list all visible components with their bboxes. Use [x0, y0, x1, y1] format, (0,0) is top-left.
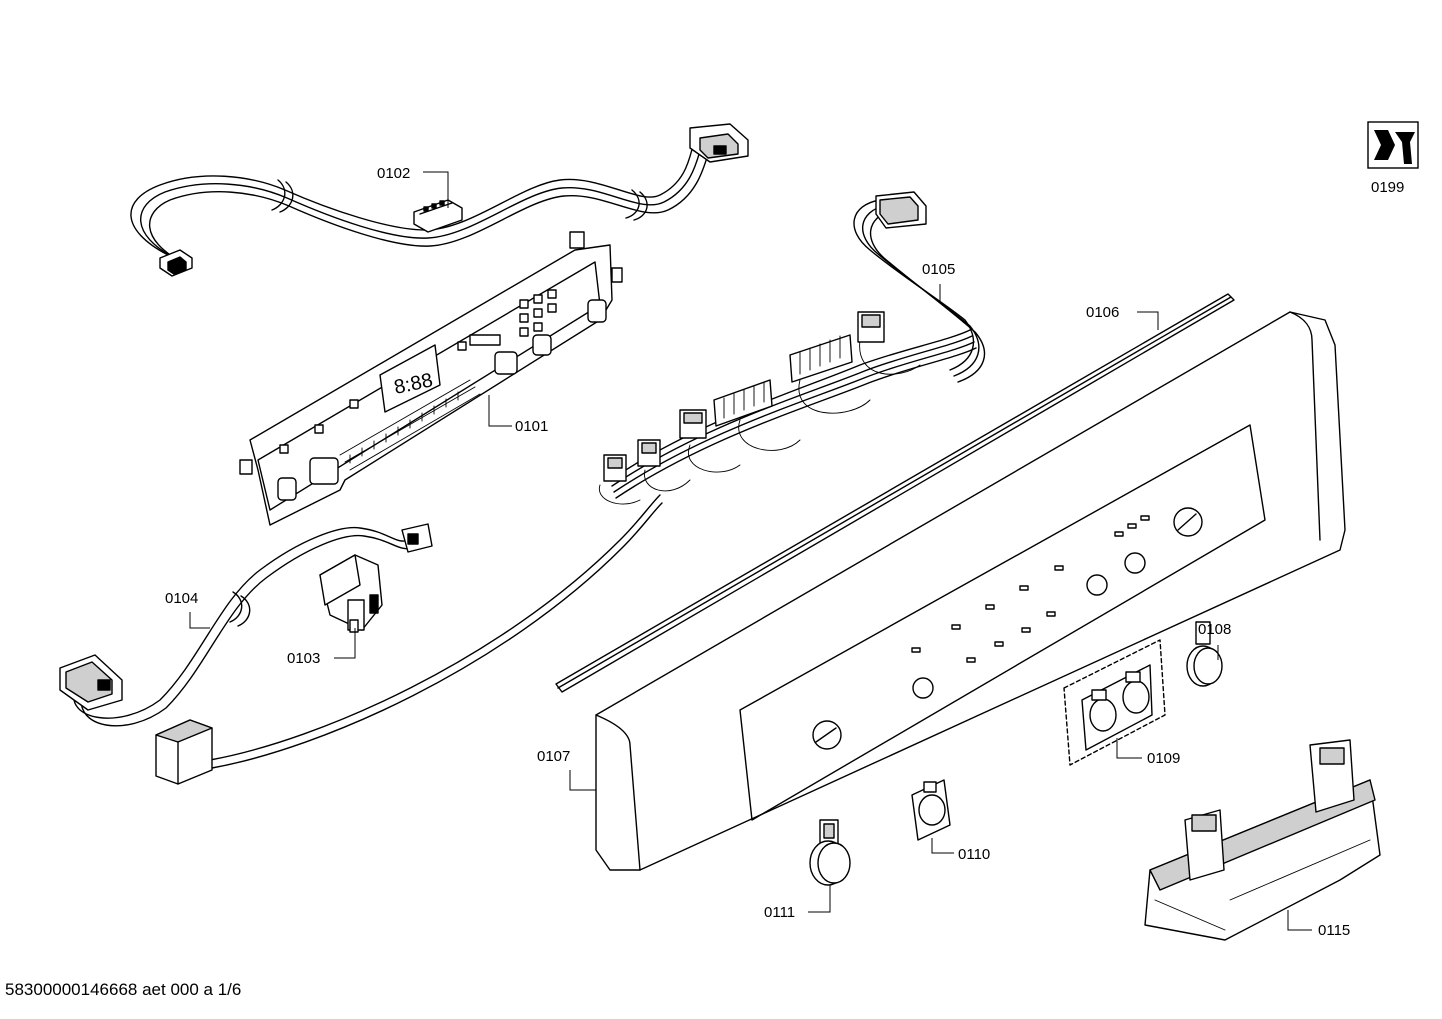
- part-0105-cable-harness: [598, 191, 986, 505]
- nut-and-wrench-icon: [1367, 121, 1419, 169]
- part-0110-push-button: [911, 779, 951, 841]
- part-0104-lower-harness: [59, 494, 663, 785]
- part-0102-wiring-harness: [130, 123, 749, 277]
- part-0103-switch: [319, 554, 383, 633]
- callout-0115: 0115: [1318, 922, 1350, 939]
- part-0107-control-panel: [595, 311, 1346, 871]
- callout-0108: 0108: [1198, 621, 1231, 638]
- part-0111-rotary-knob: [809, 819, 851, 886]
- callout-0104: 0104: [165, 590, 198, 607]
- part-0115-bracket: [1144, 739, 1381, 941]
- callout-0102: 0102: [377, 165, 410, 182]
- callout-0107: 0107: [537, 748, 570, 765]
- callout-0103: 0103: [287, 650, 320, 667]
- callout-0105: 0105: [922, 261, 955, 278]
- leader-lines: [189, 171, 1312, 931]
- part-0109-push-buttons: [1063, 639, 1166, 766]
- part-0108-knob: [1186, 621, 1223, 687]
- part-0101-control-board: 8:88: [239, 231, 623, 526]
- document-code: 58300000146668 aet 000 a 1/6: [5, 980, 242, 999]
- callout-0109: 0109: [1147, 750, 1180, 767]
- part-0106-seal-strip: [555, 293, 1235, 693]
- callout-0101: 0101: [515, 418, 548, 435]
- callout-0111: 0111: [764, 904, 795, 921]
- callout-labels: 0102 0101 0105 0106 0104 0103 0108 0107 …: [165, 165, 1404, 939]
- callout-0110: 0110: [958, 846, 990, 863]
- callout-0106: 0106: [1086, 304, 1119, 321]
- callout-0199: 0199: [1371, 179, 1404, 196]
